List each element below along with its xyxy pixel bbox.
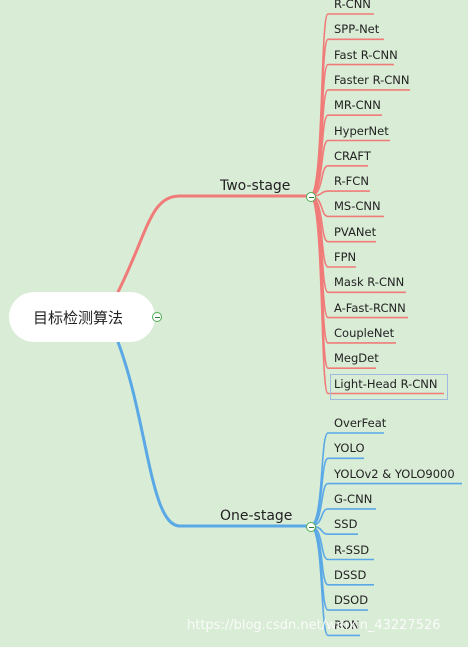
branch-label-two-stage[interactable]: Two-stage	[220, 178, 291, 194]
leaf-node-label[interactable]: Fast R-CNN	[334, 47, 398, 62]
leaf-node-label[interactable]: OverFeat	[334, 416, 387, 430]
leaf-node-label[interactable]: MegDet	[334, 351, 379, 366]
connector-one-stage-leaf	[309, 525, 360, 637]
connector-one-stage-leaf	[309, 482, 462, 527]
leaf-node-label[interactable]: YOLOv2 & YOLO9000	[334, 466, 455, 481]
leaf-node-label[interactable]: HyperNet	[334, 123, 389, 138]
leaf-node-label[interactable]: CoupleNet	[334, 325, 395, 340]
leaf-node-label[interactable]: A-Fast-RCNN	[334, 300, 406, 315]
connector-root-to-one-stage	[116, 340, 312, 528]
leaf-node-label[interactable]: Mask R-CNN	[334, 275, 405, 290]
connector-two-stage-leaf	[309, 190, 370, 197]
leaf-node-label[interactable]: Faster R-CNN	[334, 72, 410, 87]
leaf-node-label[interactable]: YOLO	[334, 441, 365, 456]
leaf-node-label[interactable]: SSD	[334, 517, 358, 532]
leaf-node-label[interactable]: R-SSD	[334, 542, 370, 557]
leaf-node-label[interactable]: R-FCN	[334, 174, 369, 189]
leaf-node-label[interactable]: PVANet	[334, 224, 377, 239]
connector-two-stage-leaf	[309, 195, 444, 395]
branch-label-one-stage[interactable]: One-stage	[220, 508, 293, 524]
leaf-node-label[interactable]: DSOD	[334, 593, 369, 608]
connector-one-stage-leaf	[309, 432, 384, 527]
leaf-node-label[interactable]: FPN	[334, 250, 357, 264]
leaf-node-label[interactable]: Light-Head R-CNN	[334, 376, 438, 391]
connector-root-to-two-stage	[116, 194, 312, 294]
root-label: 目标检测算法	[32, 308, 123, 327]
root-node[interactable]: 目标检测算法	[9, 292, 155, 342]
leaf-node-label[interactable]: CRAFT	[334, 148, 371, 163]
root-collapse-icon[interactable]	[152, 312, 162, 322]
two-stage-collapse-icon[interactable]	[306, 192, 316, 202]
leaf-node-label[interactable]: MR-CNN	[334, 98, 381, 113]
one-stage-collapse-icon[interactable]	[306, 522, 316, 532]
leaf-node-label[interactable]: SPP-Net	[334, 22, 380, 37]
leaf-node-label[interactable]: G-CNN	[334, 491, 373, 506]
leaf-node-label[interactable]: R-CNN	[334, 0, 371, 11]
leaf-node-label[interactable]: MS-CNN	[334, 199, 381, 214]
leaf-node-label[interactable]: DSSD	[334, 567, 367, 582]
leaf-node-label[interactable]: RON	[334, 618, 360, 633]
watermark: https://blog.csdn.net/weixin_43227526	[187, 618, 441, 633]
selected-node-highlight	[330, 373, 448, 400]
